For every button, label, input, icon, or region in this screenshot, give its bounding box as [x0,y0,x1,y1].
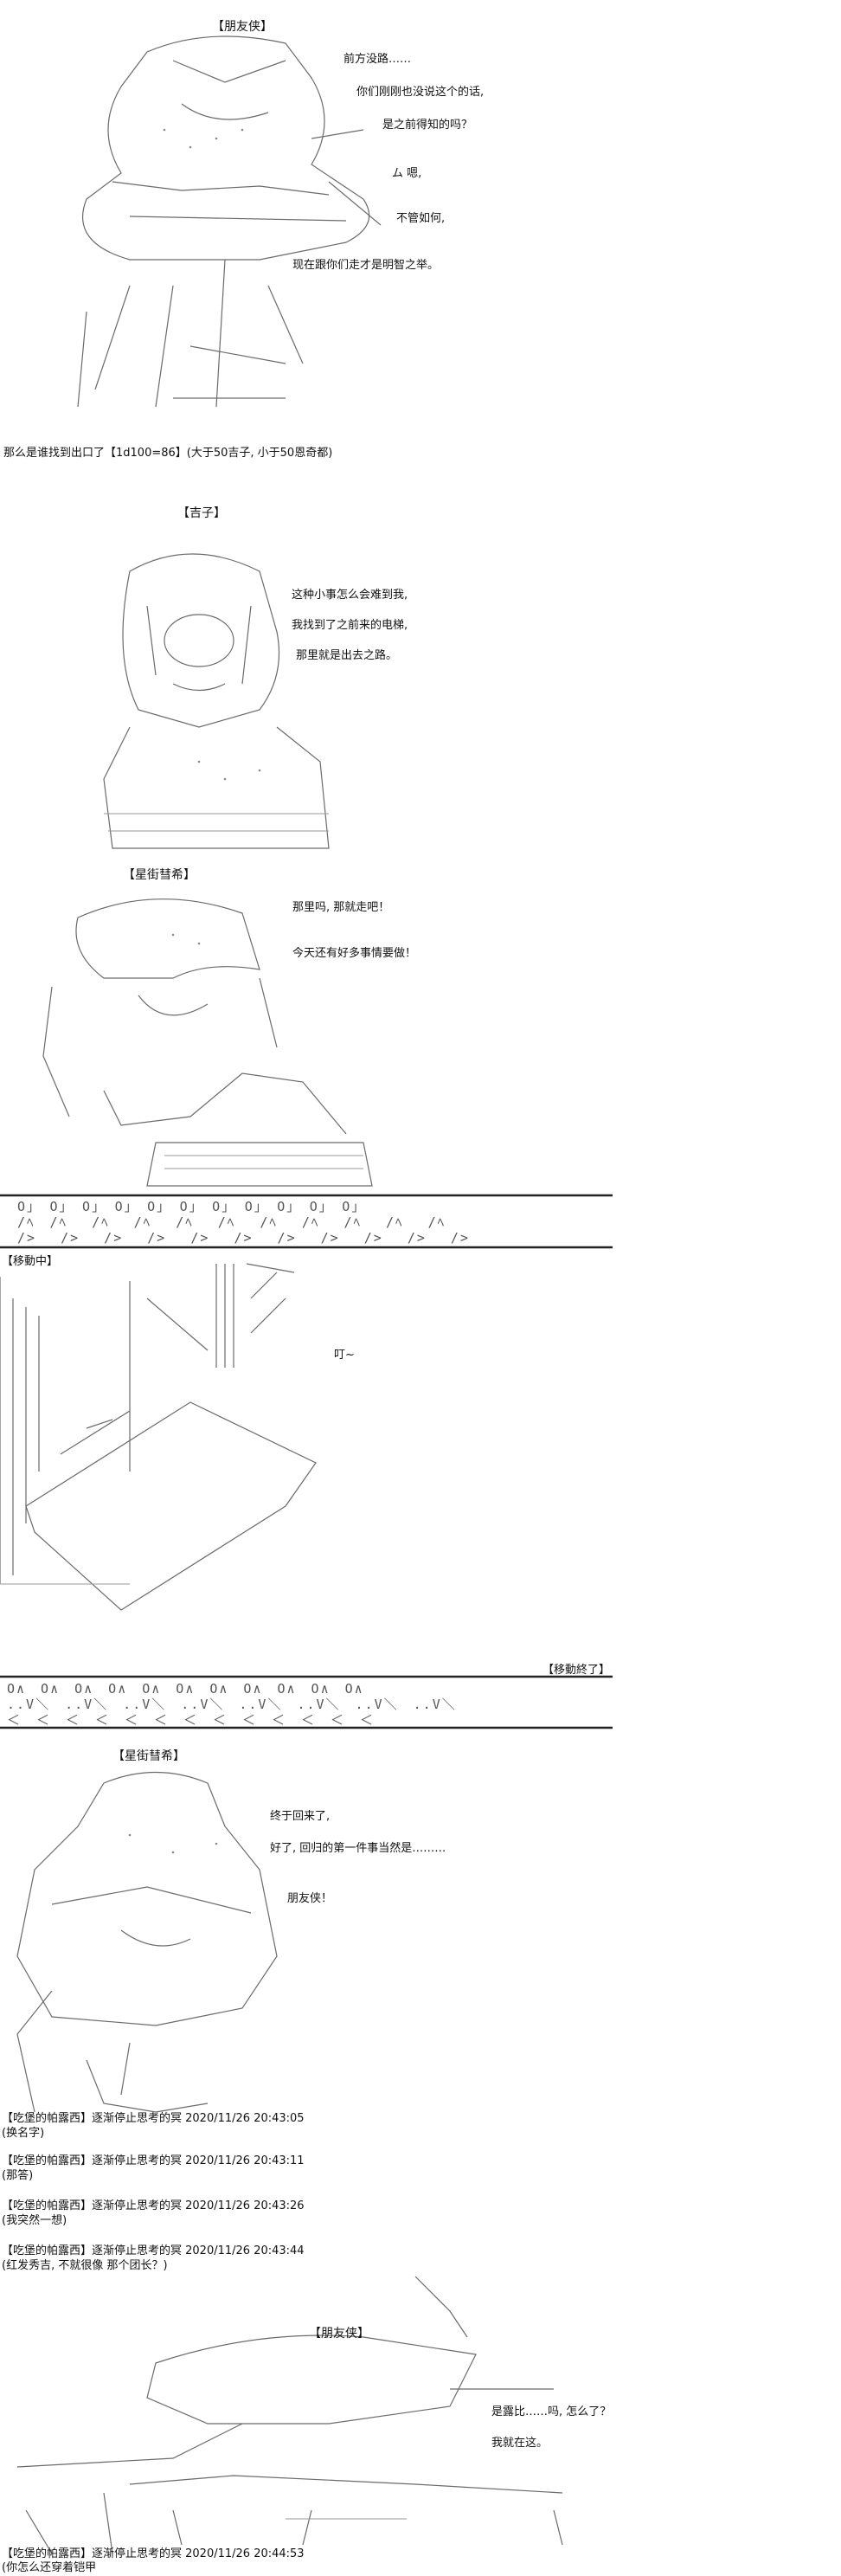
elevator-scene [0,1263,317,1611]
friend-hero-lying [16,2276,563,2554]
dialogue-line: 现在跟你们走才是明智之举。 [292,259,440,272]
suisei-figure [42,898,373,1187]
walk-row: O∧ O∧ O∧ O∧ O∧ O∧ O∧ O∧ O∧ O∧ O∧ [7,1681,364,1697]
dialogue-line: 前方没路…… [343,53,412,66]
comment-body: (我突然一想) [2,2214,67,2227]
comment-header: 【吃堡的帕露西】逐渐停止思考的冥 2020/11/26 20:43:11 [2,2154,305,2167]
comment-header: 【吃堡的帕露西】逐渐停止思考的冥 2020/11/26 20:43:26 [2,2199,305,2212]
comment-body: (红发秀吉, 不就很像 那个团长？) [2,2259,168,2272]
dialogue-line: 我就在这。 [491,2437,549,2450]
suisei-figure-2 [16,1771,278,2113]
moving-end-label: 【移動終了】 [542,1664,611,1677]
walk-row: /> /> /> /> /> /> /> /> /> /> /> [17,1230,470,1246]
dialogue-line: 你们刚刚也没说这个的话, [356,86,485,99]
walk-row: /ﾍ /ﾍ /ﾍ /ﾍ /ﾍ /ﾍ /ﾍ /ﾍ /ﾍ /ﾍ /ﾍ [17,1214,446,1230]
friend-hero-figure [77,35,382,408]
comment-body: (换名字) [2,2127,45,2140]
dialogue-line: 我找到了之前来的电梯, [292,619,408,632]
dialogue-line: 是之前得知的吗？ [382,119,473,132]
speaker-label: 【星街彗希】 [123,868,196,882]
comment-header: 【吃堡的帕露西】逐渐停止思考的冥 2020/11/26 20:44:53 [2,2547,305,2560]
dialogue-line: 不管如何, [396,212,446,225]
dialogue-line: 那里吗, 那就走吧！ [292,901,390,914]
walk-row: O」 O」 O」 O」 O」 O」 O」 O」 O」 O」 O」 [17,1199,367,1214]
dialogue-line: 朋友侠！ [287,1892,333,1905]
comment-body: (你怎么还穿着铠甲 [2,2561,97,2574]
moving-start-label: 【移動中】 [2,1255,59,1268]
dialogue-line: ム 嗯, [392,167,422,180]
dialogue-line: 是露比……吗, 怎么了？ [491,2405,612,2418]
yoshiko-figure [103,553,330,849]
speaker-label: 【朋友侠】 [212,20,273,34]
walk-row: ..V＼ ..V＼ ..V＼ ..V＼ ..V＼ ..V＼ ..V＼ ..V＼ [7,1697,457,1712]
comment-body: (那答) [2,2169,34,2182]
walk-row: ＜ ＜ ＜ ＜ ＜ ＜ ＜ ＜ ＜ ＜ ＜ ＜ ＜ [7,1712,376,1728]
dialogue-line: 终于回来了, [270,1810,331,1823]
comment-header: 【吃堡的帕露西】逐渐停止思考的冥 2020/11/26 20:43:05 [2,2112,305,2125]
comment-header: 【吃堡的帕露西】逐渐停止思考的冥 2020/11/26 20:43:44 [2,2244,305,2257]
narration: 那么是谁找到出口了【1d100=86】(大于50吉子, 小于50恩奇都) [3,447,333,460]
dialogue-line: 好了, 回归的第一件事当然是……… [270,1842,446,1855]
shading-dots [128,128,261,1854]
dialogue-line: 这种小事怎么会难到我, [292,589,408,602]
dialogue-line: 那里就是出去之路。 [296,649,398,662]
dialogue-line: 今天还有好多事情要做！ [292,947,417,960]
speaker-label: 【吉子】 [177,506,226,520]
speaker-label: 【朋友侠】 [309,2327,369,2341]
speaker-label: 【星街彗希】 [112,1749,185,1763]
sound-effect: 叮~ [334,1349,355,1362]
